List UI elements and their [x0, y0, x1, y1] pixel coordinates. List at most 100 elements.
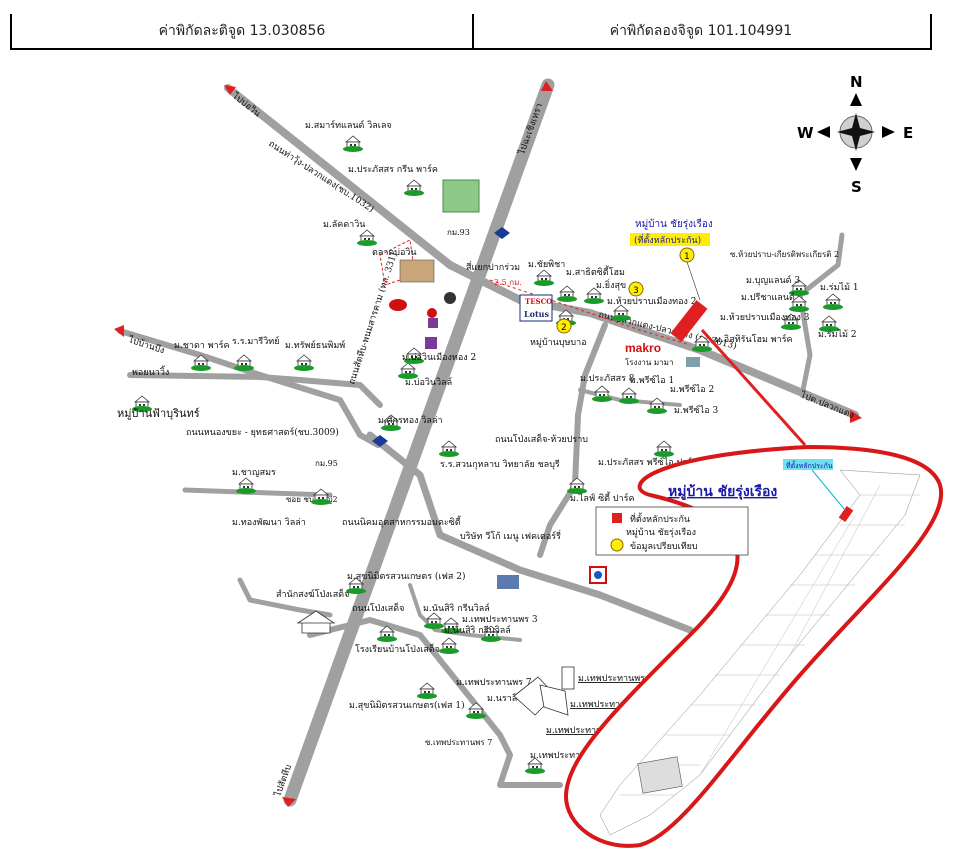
- legend-swatch-collateral: [612, 513, 622, 523]
- place-bowin-ville: ม.บ่อวินวิลล์: [405, 376, 452, 388]
- place-boonland-3: ม.บุญแลนด์ 3: [746, 274, 800, 286]
- arrow-east: [850, 410, 862, 423]
- place-poinawing: พอยนาวิ้ง: [132, 365, 169, 378]
- marker-badge-3-label: 3: [633, 286, 639, 296]
- place-suankularb: ร.ร.สวนกุหลาบ วิทยาลัย ชลบุรี: [440, 459, 560, 470]
- purple-logo-2: [428, 318, 438, 328]
- subject-marker: หมู่บ้าน ชัยรุ่งเรือง (ที่ตั้งหลักประกัน…: [556, 218, 713, 342]
- label-rd-pong2: ถนนโป่งเสด็จ: [352, 601, 404, 614]
- label-km95: กม.95: [315, 459, 338, 468]
- place-chansamon: ม.ชาญสมร: [232, 468, 276, 478]
- place-faburin: หมู่บ้านฟ้าบุรินทร์: [117, 407, 200, 420]
- legend: ที่ตั้งหลักประกัน หมู่บ้าน ชัยรุ่งเรือง …: [595, 506, 749, 556]
- label-rd-pong: ถนนโป่งเสด็จ-ห้วยปราบ: [495, 432, 588, 445]
- legend-item-1: ที่ตั้งหลักประกัน: [630, 512, 690, 525]
- marker-badge-2-label: 2: [561, 323, 567, 333]
- legend-swatch-compare: [610, 538, 624, 552]
- place-sathit: ม.สาธิตซิตี้โฮม: [566, 265, 625, 278]
- callout-link: [700, 328, 807, 447]
- place-pongsadet-school: โรงเรียนบ้านโป่งเสด็จ: [355, 642, 440, 655]
- road-highway-331: [283, 78, 555, 807]
- place-bowin-market: ตลาดบ่อวิน: [372, 247, 417, 258]
- plot-b: [539, 684, 569, 716]
- place-theppratanporn-3: ม.เทพประทานพร 3: [462, 615, 538, 625]
- factory-icon: [497, 575, 519, 589]
- callout-site-box: [637, 756, 683, 794]
- marker-subtitle-box: [630, 233, 710, 246]
- place-istiran: ม.อิสทิรันโฮม พาร์ค: [715, 333, 793, 345]
- compass-label-e: E: [903, 124, 913, 142]
- site-plan-lots: [599, 469, 921, 836]
- place-labels: ม.สมาร์ทแลนด์ วิลเลจ ม.ประภัสสร กรีน พาร…: [117, 119, 859, 761]
- place-breeze-3: ม.พรีซ์ไอ 3: [674, 404, 718, 416]
- plot-shapes: [513, 666, 575, 716]
- compass-arrow-s: [850, 158, 862, 171]
- marker-leader: [686, 261, 701, 301]
- coordinate-bar: ค่าพิกัดละติจูด 13.030856 ค่าพิกัดลองจิจ…: [10, 14, 932, 50]
- arrow-bowin: [224, 85, 236, 95]
- place-theppratanporn-8: ม.เทพประทานพร 8: [570, 700, 646, 710]
- longitude-value: ค่าพิกัดลองจิจูด 101.104991: [472, 14, 932, 48]
- callout-tag-leader: [811, 469, 846, 511]
- label-rd-nikhom: ถนนนิคมอุตสาหกรรมอมตะซิตี้: [342, 515, 462, 528]
- callout-tag: ที่ตั้งหลักประกัน: [786, 459, 833, 470]
- compass-arrow-w: [817, 126, 830, 138]
- mama-factory-label: โรงงาน มามา: [625, 357, 673, 367]
- compass-rose: N S W E: [797, 73, 913, 196]
- plot-c: [561, 666, 575, 690]
- place-sappanomphim: ม.ทรัพย์ธนพิมพ์: [285, 339, 345, 351]
- place-vigo: บริษัท วีโก้ เมนู เฟคเตอร์รี่: [460, 529, 561, 542]
- place-theppratanporn-10: ม.เทพประทานพร 10: [578, 674, 660, 684]
- bank-logo-2: [372, 435, 388, 447]
- place-chaiphicha: ม.ชัยพิชา: [528, 259, 565, 270]
- site-plan-callout: ที่ตั้งหลักประกัน หมู่บ้าน ชัยรุ่งเรือง: [563, 444, 944, 848]
- purple-logo-1: [425, 337, 437, 349]
- label-km93: กม.93: [447, 228, 470, 237]
- marker-title: หมู่บ้าน ชัยรุ่งเรือง: [635, 218, 713, 230]
- temple-building-icon: [296, 610, 336, 634]
- market-dashed-box: [379, 239, 416, 286]
- green-building-logo: [442, 179, 480, 213]
- arrow-chachoengsao: [541, 81, 553, 91]
- place-breeze-1: ม.พรีซ์ไอ 1: [630, 374, 674, 386]
- latitude-value: ค่าพิกัดละติจูด 13.030856: [10, 14, 474, 48]
- road-nikhom: [366, 431, 694, 634]
- marker-badge-3: [628, 281, 644, 297]
- label-soi: ซอย ชบ.ใหญ่2: [286, 495, 338, 504]
- place-theppratanporn-2: ม.เทพประทานพร 2: [530, 751, 606, 761]
- place-sakthong: ม.ศักรทอง วิลล่า: [378, 415, 443, 426]
- place-prapatsorn-8: ม.ประภัสสร 8: [580, 374, 635, 384]
- bank-logo-1: [494, 227, 510, 239]
- label-rd-3009: ถนนหนองขยะ - ยุทธศาสตร์(ชบ.3009): [186, 426, 339, 438]
- road-to-bowin: [224, 84, 454, 269]
- place-busaba: หมู่บ้านบุษบาอ: [530, 337, 587, 348]
- place-nansiri-2: ม.นันสิริ กรีนวิลล์: [444, 624, 511, 636]
- compass-label-s: S: [851, 178, 862, 196]
- compass-arrow-n: [850, 93, 862, 106]
- school-logo: [427, 308, 437, 318]
- road-pong: [537, 322, 608, 558]
- compass-arrow-e: [882, 126, 895, 138]
- marker-badge-2: [556, 318, 572, 334]
- place-bowin-muangthong-2: ม.บ่อวินเมืองทอง 2: [402, 352, 476, 363]
- place-suknimit-1: ม.สุขนิมิตรสวนเกษตร(เฟส 1): [349, 700, 465, 711]
- place-life-city: ม.ไลฟ์ ซิตี้ ปาร์ค: [570, 491, 635, 504]
- place-huaiprap-2: ม.ห้วยปราบเมืองทอง 2: [607, 296, 697, 307]
- legend-item-2: หมู่บ้าน ชัยรุ่งเรือง: [626, 527, 696, 538]
- label-junction: สี่แยกปากร่วม: [466, 260, 520, 273]
- road-arrows: [114, 81, 862, 807]
- lotus-label: Lotus: [524, 309, 549, 319]
- compass-label-n: N: [850, 73, 863, 91]
- place-rommai-1: ม.ร่มไม้ 1: [820, 282, 859, 293]
- place-rommai-2: ม.ร่มไม้ 2: [818, 329, 857, 340]
- callout-tag-box: [783, 459, 833, 470]
- road-west-chachoengsao: [117, 328, 381, 448]
- place-prapatsorn-green: ม.ประภัสสร กรีน พาร์ค: [348, 163, 438, 175]
- ptt-logo: [389, 299, 407, 311]
- route-dashed: [489, 279, 691, 346]
- place-smartland: ม.สมาร์ทแลนด์ วิลเลจ: [305, 119, 392, 131]
- tesco-label: TESCO: [525, 297, 552, 306]
- label-rd-331: ถนนสัตหีบ-พนมสารคาม (ทล. 331): [346, 251, 399, 386]
- place-lakdawin: ม.ลัคดาวิน: [323, 219, 365, 230]
- location-map: ไปบ่อวิน ไปฉะเชิงเทรา ไปสัตหีบ ไปบ้านบึง…: [114, 73, 944, 848]
